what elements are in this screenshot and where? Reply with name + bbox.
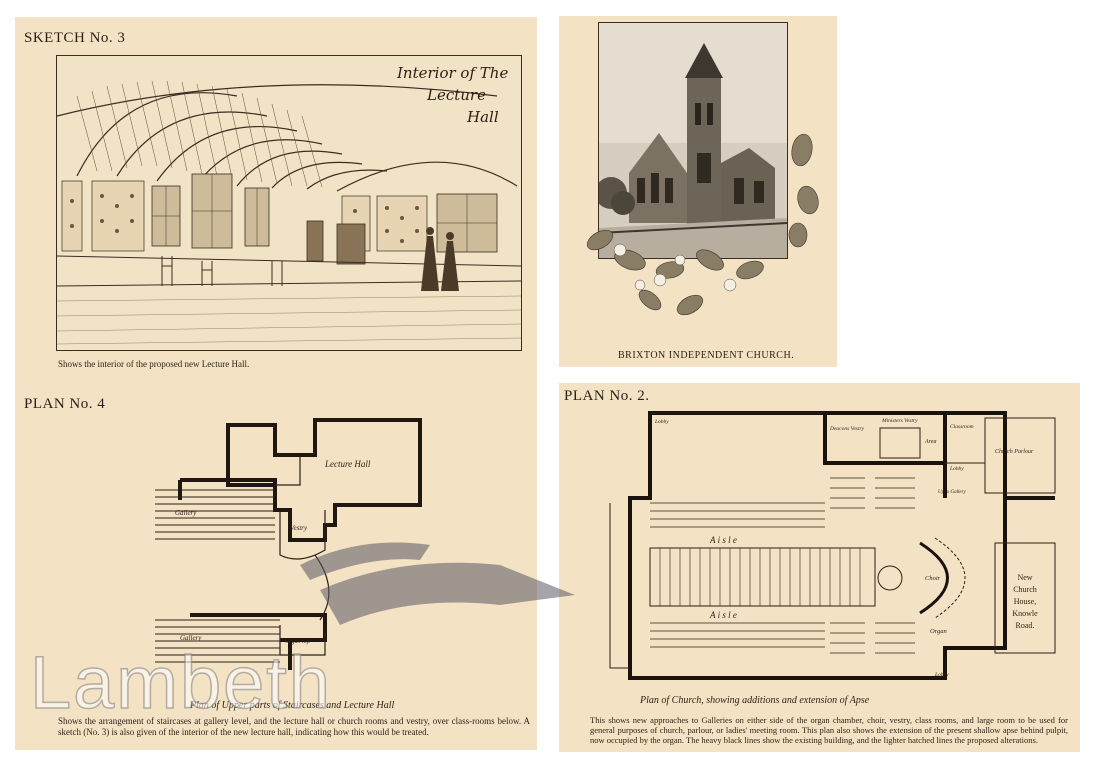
plan2-choir: Choir <box>925 575 941 582</box>
sketch3-caption: Shows the interior of the proposed new L… <box>58 359 250 369</box>
plan2-heading: PLAN No. 2. <box>564 388 650 404</box>
plan2-aisle-bottom: A i s l e <box>709 610 737 620</box>
plan2-ministers-vestry: Ministers Vestry <box>881 418 918 424</box>
lambeth-watermark: Lambeth <box>29 640 332 725</box>
sketch-title-line1: Interior of The <box>396 64 508 82</box>
plan2-organ: Organ <box>930 628 947 635</box>
sketch-title-line3: Hall <box>466 108 499 126</box>
plan2-church-parlour: Church Parlour <box>995 449 1034 455</box>
church-photo <box>598 22 788 259</box>
plan2-aisle-top: A i s l e <box>709 535 737 545</box>
new-church-house-line3: House, <box>1014 597 1036 606</box>
sketch-title-line2: Lecture <box>426 86 486 104</box>
sketch3-heading: SKETCH No. 3 <box>24 30 126 46</box>
plan4-gallery-top-label: Gallery <box>175 509 197 517</box>
plan4-title: Plan of Upper parts of Staircases and Le… <box>190 700 395 711</box>
plan2-caption: This shows new approaches to Galleries o… <box>590 715 1068 745</box>
plan2-to-gallery: Up to Gallery <box>938 490 967 495</box>
new-church-house-line2: Church <box>1013 585 1037 594</box>
plan2-sheet <box>559 383 1080 752</box>
new-church-house-line4: Knowle <box>1012 609 1038 618</box>
plan2-drawing: Lobby Deacons Vestry Ministers Vestry Ar… <box>609 411 1056 680</box>
plan4-gallery-bottom-label: Gallery <box>180 634 202 642</box>
plan2-lobby-top: Lobby <box>654 419 669 425</box>
plan2-classroom: Classroom <box>950 424 974 430</box>
new-church-house-line1: New <box>1017 573 1032 582</box>
plan4-heading: PLAN No. 4 <box>24 396 106 412</box>
watermark-swoosh <box>300 542 575 625</box>
plan2-title: Plan of Church, showing additions and ex… <box>640 695 870 706</box>
plan4-caption: Shows the arrangement of staircases at g… <box>58 716 530 737</box>
plan2-lobby-bottom: Lobby <box>934 672 949 678</box>
plan4-organ-loft-label: Organ loft <box>285 638 310 645</box>
plan2-area: Area <box>924 439 936 445</box>
plan2-lobby-mid: Lobby <box>949 466 964 472</box>
plan4-lecture-hall-label: Lecture Hall <box>324 459 371 469</box>
lecture-hall-sketch: Interior of The Lecture Hall <box>56 55 522 351</box>
flower-ornament <box>586 133 819 316</box>
new-church-house-line5: Road. <box>1016 621 1035 630</box>
church-caption: BRIXTON INDEPENDENT CHURCH. <box>618 350 795 361</box>
plan4-vestry-label: Vestry <box>290 524 308 532</box>
plan2-deacons-vestry: Deacons Vestry <box>829 426 865 432</box>
